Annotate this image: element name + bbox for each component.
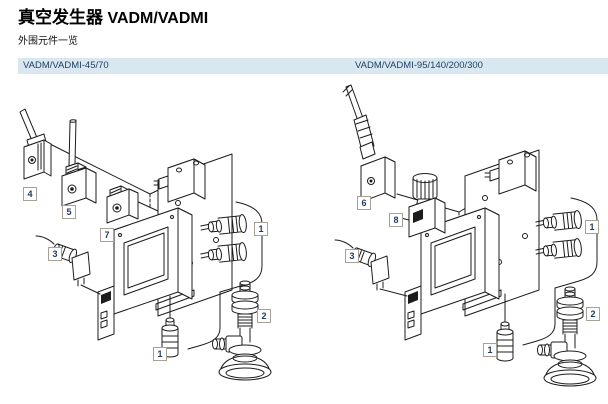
callout-1-fittings: 1 [585,220,599,234]
page-title: 真空发生器 VADM/VADMI [18,3,208,28]
callout-7: 7 [100,228,114,242]
diagram-vadm-95-300: 6 8 3 1 1 2 [313,84,608,404]
page-title-cjk: 真空发生器 [18,8,103,27]
section-header-bar: VADM/VADMI-45/70 VADM/VADMI-95/140/200/3… [18,58,608,74]
suction-cup-assembly [212,280,272,381]
probe-sensor-component [342,84,396,203]
vacuum-generator-body [113,207,193,315]
push-in-fitting-bottom [161,295,179,358]
callout-8: 8 [389,213,403,227]
exploded-view-drawing-95-300 [334,84,598,387]
callout-2: 2 [257,309,271,323]
page-title-latin: VADM/VADMI [107,10,209,27]
callout-1-bottom: 1 [483,343,497,357]
plate-cutout-contour [522,197,598,346]
suction-cup-assembly [537,286,597,387]
push-in-fitting-side [535,238,582,259]
section-header-right: VADM/VADMI-95/140/200/300 [355,60,483,71]
rod-sensor-component [61,119,97,207]
page-subtitle: 外围元件一览 [18,36,78,47]
callout-1-bottom: 1 [153,347,167,361]
electrical-port-block [404,285,422,341]
callout-3: 3 [345,249,359,263]
callout-1-fittings: 1 [254,222,268,236]
diagram-vadm-45-70: 4 5 7 3 1 1 2 [10,84,305,404]
callout-2: 2 [586,307,600,321]
callout-5: 5 [62,205,76,219]
push-in-fitting-top [200,214,247,235]
page-header: 真空发生器 VADM/VADMI 外围元件一览 [18,3,208,47]
section-header-left: VADM/VADMI-45/70 [23,60,109,71]
push-in-fitting-side [200,242,247,263]
push-in-fitting-bottom [496,293,514,362]
knob-valve-component [400,173,446,238]
valve-block-component [106,185,139,224]
callout-3: 3 [48,247,62,261]
solenoid-valve [484,150,537,195]
exploded-view-drawing-45-70 [19,108,272,381]
solenoid-valve [153,158,206,203]
cable-plug-component [35,235,101,295]
lever-switch-component [19,108,52,180]
callout-4: 4 [23,187,37,201]
electrical-port-block [97,285,115,341]
callout-6: 6 [357,196,371,210]
push-in-fitting-top [535,210,582,231]
